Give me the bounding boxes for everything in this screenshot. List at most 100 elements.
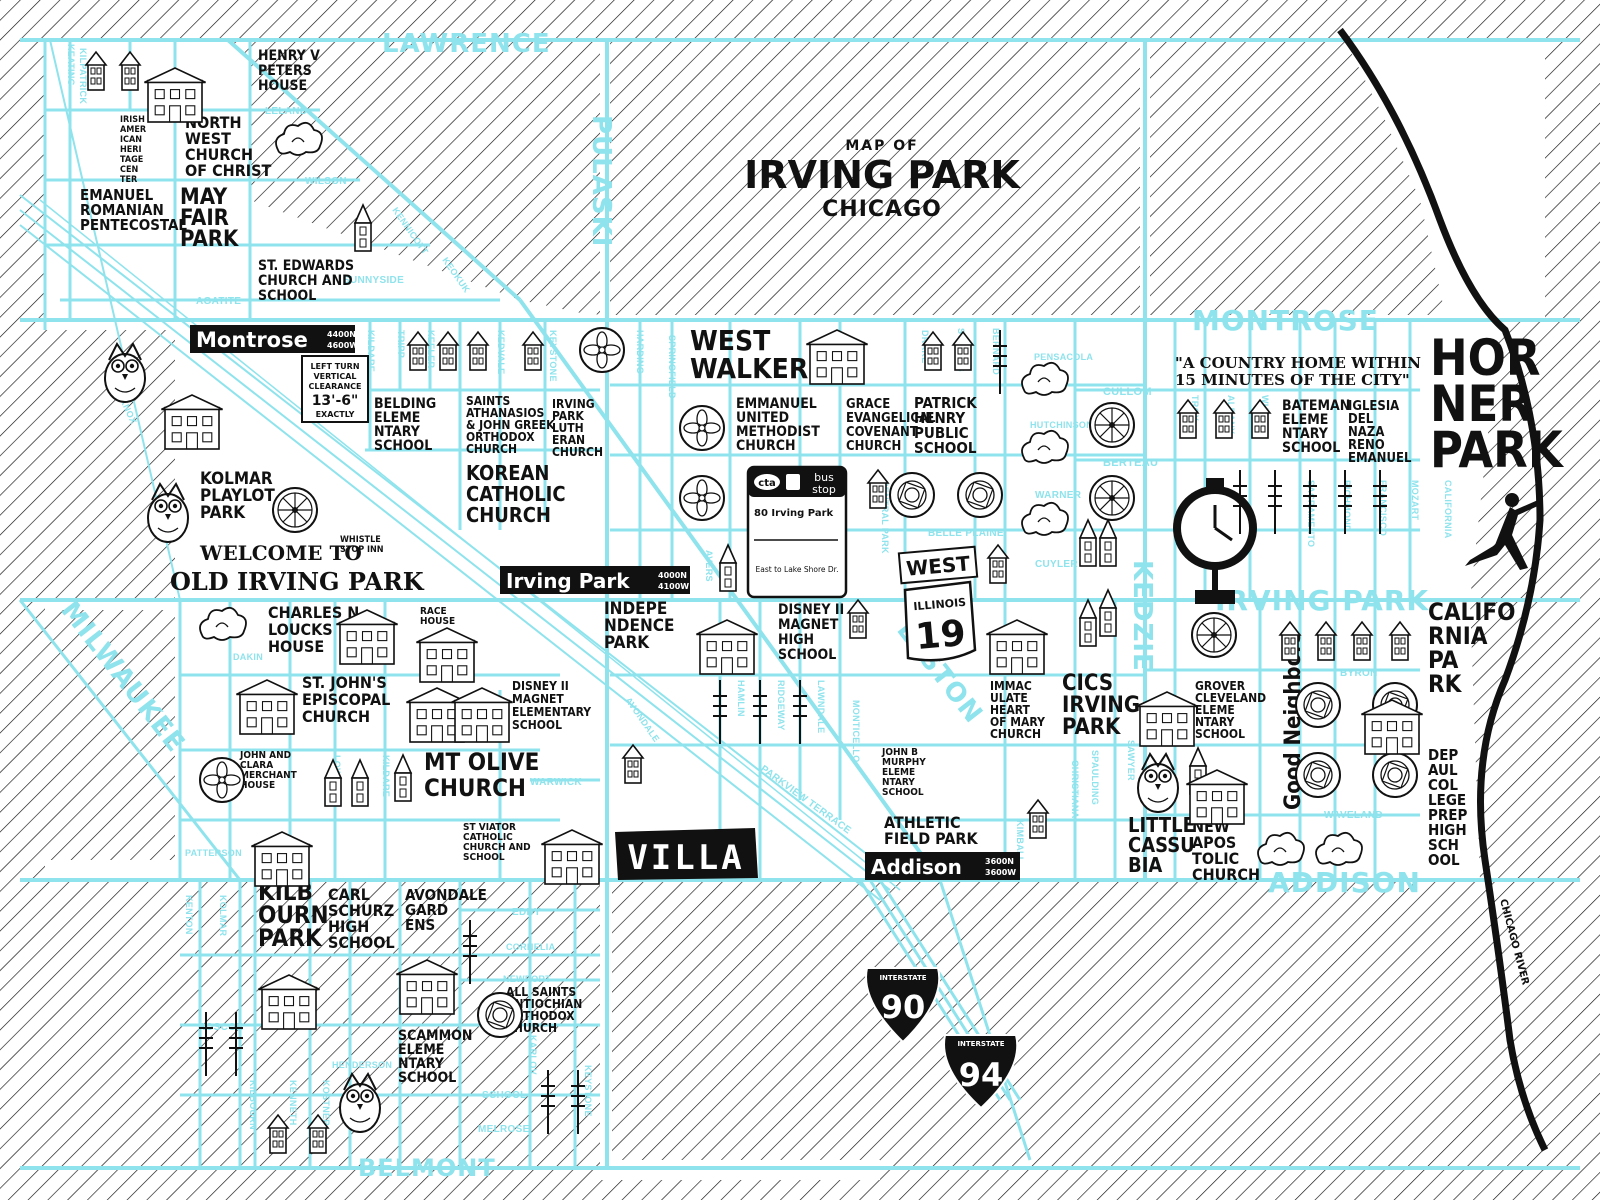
rose-window-icon — [1295, 752, 1341, 798]
street-roscoe: ROSCOE — [198, 1022, 243, 1033]
route19-number: 19 — [914, 613, 967, 658]
street-karlov: KARLOV — [528, 1035, 538, 1075]
sign-addison: Addison 3600N 3600W — [865, 852, 1020, 880]
street-warwick: WARWICK — [530, 777, 582, 788]
sign-irving-park: Irving Park 4000N 4100W — [500, 566, 690, 594]
flower-medallion-icon — [579, 327, 625, 373]
street-byron: BYRON — [1340, 668, 1378, 679]
street-belle-plaine: BELLE PLAINE — [928, 528, 1004, 539]
minor-street-labels: KEATING KILPATRICK LELAND WILSON KENNICO… — [66, 44, 1453, 1135]
street-ridgeway: RIDGEWAY — [776, 680, 786, 731]
street-keeler: KEELER — [426, 330, 436, 369]
street-kimball: KIMBALL — [1015, 820, 1025, 863]
clearance-l5: EXACTLY — [316, 410, 355, 419]
clearance-l2: VERTICAL — [313, 372, 356, 381]
route19-west: WEST — [905, 551, 971, 580]
landmark-welcome-line-1: WELCOME TO — [199, 541, 362, 565]
map-title: MAP OF IRVING PARK CHICAGO — [744, 138, 1021, 222]
street-kolmar: KOLMAR — [218, 895, 228, 936]
street-california: CALIFORNIA — [1443, 480, 1453, 539]
street-kenneth: KENNETH — [288, 1080, 298, 1126]
street-francisco: FRANCISCO — [1378, 480, 1388, 536]
street-newport: NEWPORT — [503, 974, 551, 984]
bottom-right-hatch — [880, 882, 1535, 1160]
street-wilson: WILSON — [305, 176, 347, 187]
street-kenton: KENTON — [184, 895, 194, 935]
title-map-of: MAP OF — [845, 138, 918, 154]
left-west-hatch — [15, 330, 175, 600]
street-tripp: TRIPP — [396, 330, 406, 358]
street-keystone: KEYSTONE — [548, 330, 558, 382]
villa-sign: VILLA — [615, 828, 758, 880]
street-keating: KEATING — [66, 44, 76, 86]
street-kildare: KILDARE — [366, 330, 376, 372]
street-melrose: MELROSE — [478, 1124, 530, 1135]
route-19-sign: WEST ILLINOIS 19 — [897, 545, 979, 662]
bottom-middle-hatch — [612, 882, 880, 1160]
street-school: SCHOOL — [482, 1090, 527, 1101]
street-kilpatrick: KILPATRICK — [78, 48, 88, 104]
street-harding: HARDING — [635, 330, 645, 374]
bottom-left-hatch — [15, 880, 168, 1160]
bus-stop-l1: bus — [814, 471, 834, 484]
street-springfield: SPRINGFIELD — [667, 335, 677, 399]
wheel-icon — [1089, 475, 1135, 521]
bus-stop-sign: cta bus stop 80 Irving Park East to Lake… — [746, 465, 848, 599]
street-kedvale: KEDVALE — [496, 330, 506, 374]
bus-stop-l2: stop — [812, 483, 836, 496]
street-avers: AVERS — [704, 550, 714, 582]
street-mozart: MOZART — [1410, 480, 1420, 520]
sign-montrose-name: Montrose — [196, 328, 308, 352]
chicago-river — [1337, 27, 1549, 1152]
sign-irving-n2: 4100W — [658, 582, 689, 591]
clearance-sign: LEFT TURN VERTICAL CLEARANCE 13'-6" EXAC… — [301, 355, 369, 423]
flower-medallion-icon — [679, 405, 725, 451]
villa-label: VILLA — [627, 838, 744, 878]
quote-banner: "A COUNTRY HOME WITHIN 15 MINUTES OF THE… — [1175, 354, 1421, 389]
street-central-park: CENTRAL PARK — [880, 480, 890, 554]
left-southwest-hatch — [15, 610, 175, 860]
top-middle-hatch — [610, 40, 1140, 315]
street-network — [18, 38, 1580, 1170]
street-montrose: MONTROSE — [1192, 304, 1379, 337]
street-henderson: HENDERSON — [332, 1060, 392, 1070]
i94-label: INTERSTATE — [957, 1040, 1004, 1048]
street-lawrence: LAWRENCE — [382, 29, 551, 59]
wheel-icon — [1089, 402, 1135, 448]
street-leland: LELAND — [265, 106, 307, 117]
east-river-hatch — [1500, 40, 1580, 1180]
street-belmont: BELMONT — [358, 1154, 496, 1182]
title-irving-park: IRVING PARK — [744, 153, 1021, 197]
street-hamlin: HAMLIN — [736, 680, 746, 717]
landmark-welcome-line-2: OLD IRVING PARK — [170, 567, 425, 596]
street-sunnyside: SUNNYSIDE — [343, 275, 404, 286]
i90-number: 90 — [881, 988, 926, 1026]
sign-montrose-n2: 4600W — [327, 341, 358, 350]
street-agatite: AGATITE — [196, 296, 241, 307]
rose-window-icon — [889, 472, 935, 518]
